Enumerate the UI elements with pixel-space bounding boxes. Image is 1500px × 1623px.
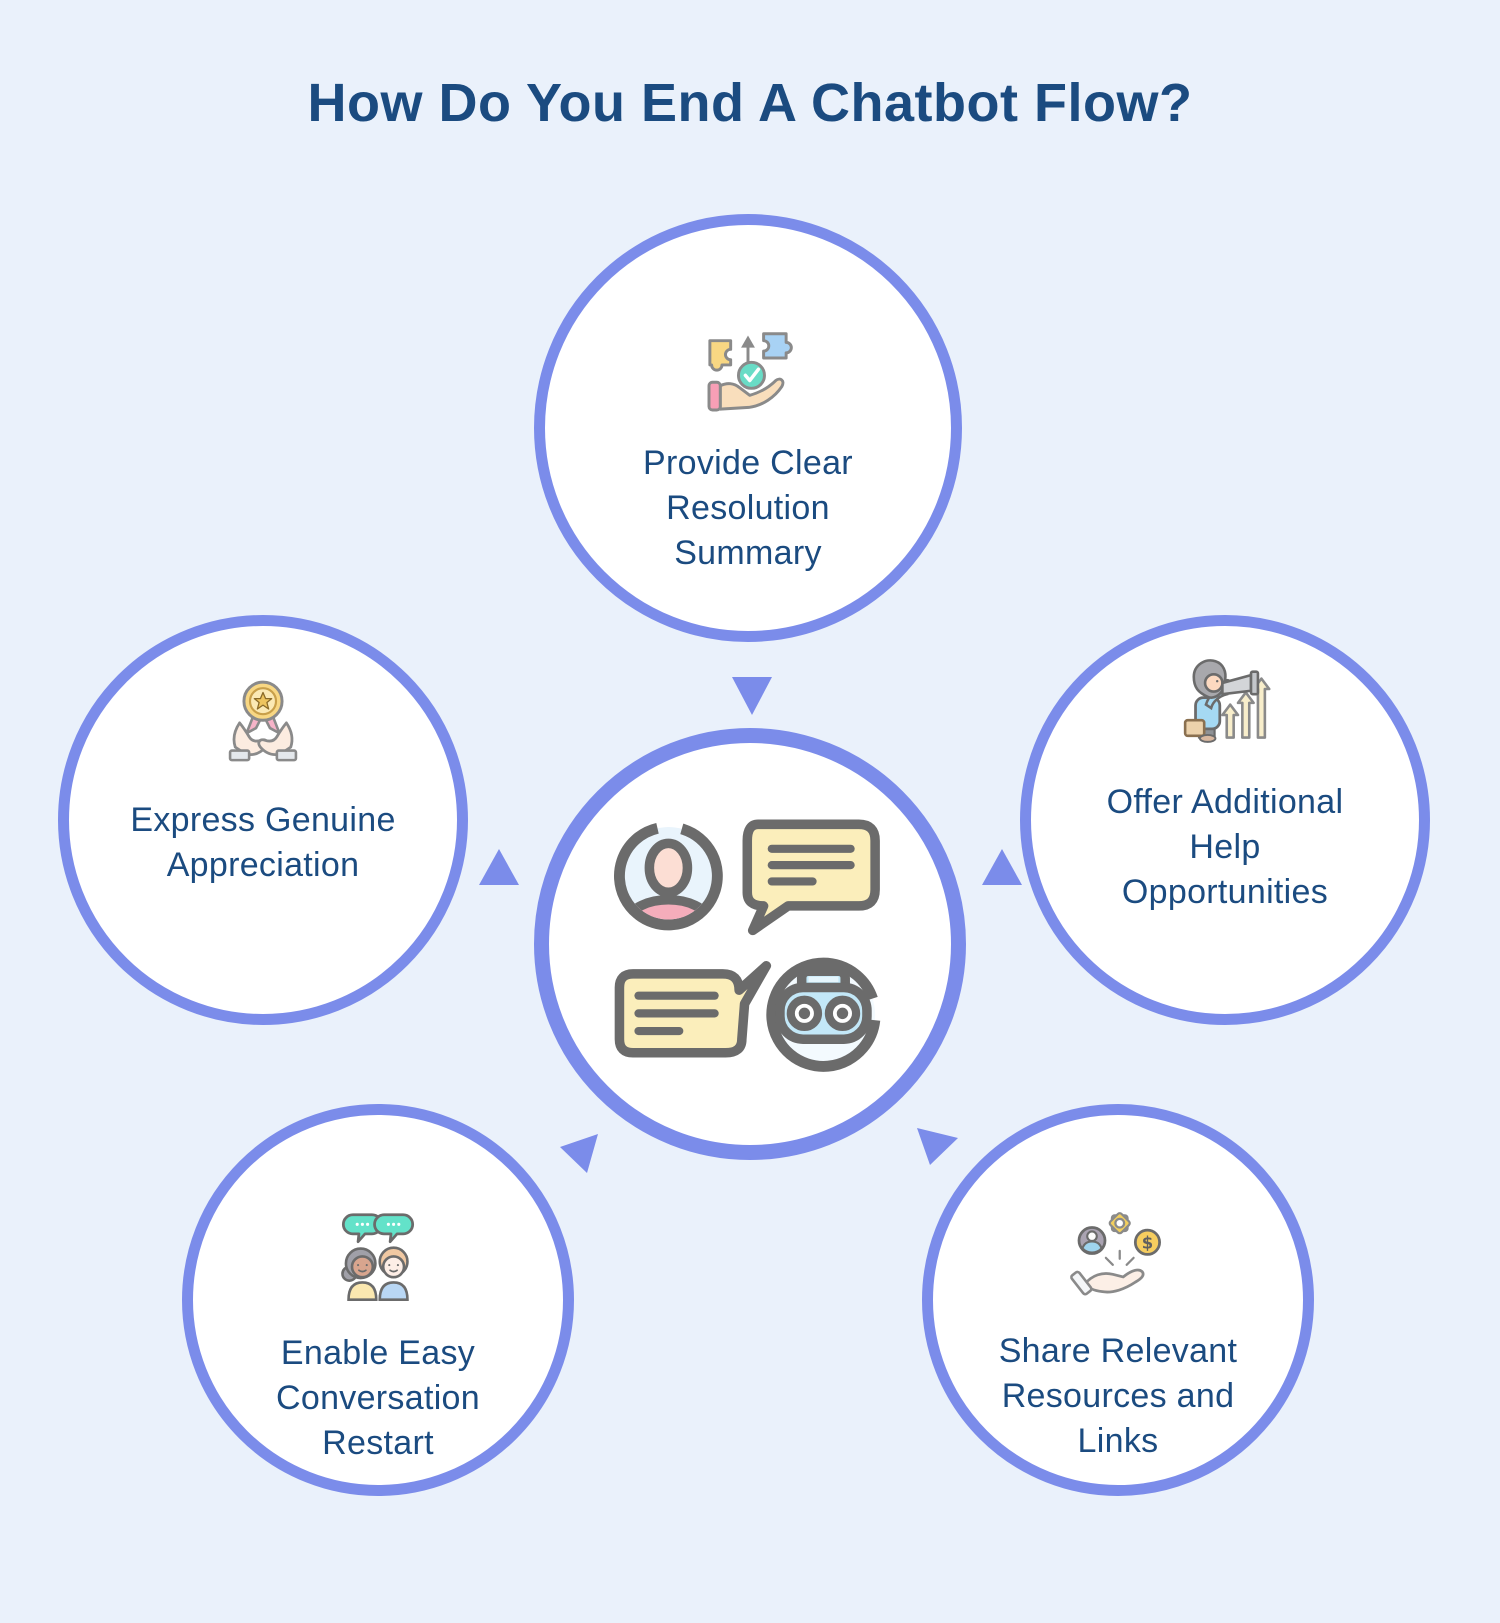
node-label-bottom-left: Enable Easy Conversation Restart xyxy=(276,1334,480,1462)
arrow-right-up-icon xyxy=(982,849,1022,885)
puzzle-check-hand-icon xyxy=(707,332,793,412)
arrow-bottom-left-icon xyxy=(560,1134,598,1173)
node-provide-clear-resolution-summary: Provide Clear Resolution Summary xyxy=(534,214,962,642)
arrow-top-down-icon xyxy=(732,677,772,715)
arrow-left-up-icon xyxy=(479,849,519,885)
hand-sharing-resources-icon: $ xyxy=(1070,1212,1161,1296)
svg-text:$: $ xyxy=(1142,1233,1153,1252)
node-label-bottom-right: Share Relevant Resources and Links xyxy=(998,1332,1238,1460)
node-enable-easy-conversation-restart: Enable Easy Conversation Restart xyxy=(182,1104,574,1496)
user-bot-chat-icon xyxy=(614,819,881,1072)
node-express-genuine-appreciation: Express Genuine Appreciation xyxy=(58,615,468,1025)
node-label-left: Express Genuine Appreciation xyxy=(130,801,396,884)
page-title: How Do You End A Chatbot Flow? xyxy=(307,73,1193,133)
medal-hands-icon xyxy=(228,680,298,762)
arrow-bottom-right-icon xyxy=(917,1128,958,1165)
node-share-relevant-resources-and-links: $ Share Relevant Resources and Links xyxy=(922,1104,1314,1496)
center-node-chatbot-conversation xyxy=(534,728,966,1160)
person-telescope-growth-icon xyxy=(1183,659,1271,743)
node-offer-additional-help-opportunities: Offer Additional Help Opportunities xyxy=(1020,615,1430,1025)
people-speech-bubbles-icon xyxy=(341,1213,415,1302)
node-label-right: Offer Additional Help Opportunities xyxy=(1106,783,1344,911)
node-label-top: Provide Clear Resolution Summary xyxy=(643,444,853,572)
